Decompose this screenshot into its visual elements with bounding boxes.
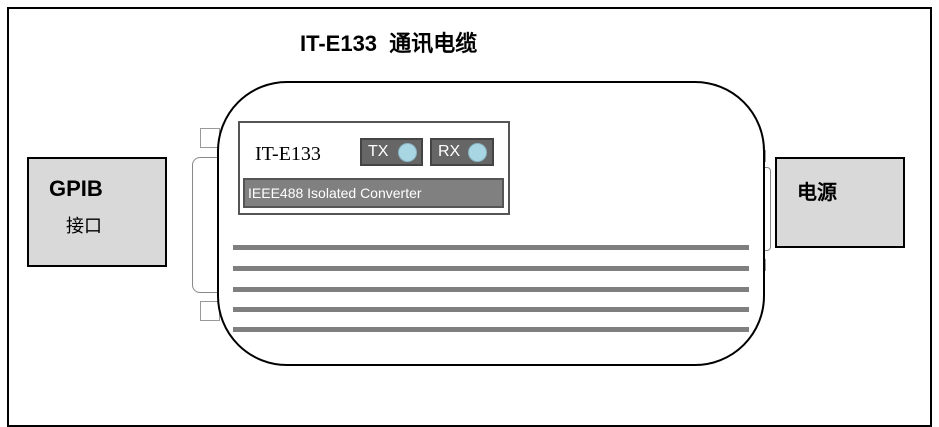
vent-stripe [233,327,749,332]
vent-stripe [233,266,749,271]
device-subtitle: IEEE488 Isolated Converter [243,178,504,208]
power-box [775,157,905,248]
rx-indicator: RX [430,138,494,166]
tx-label: TX [368,143,389,160]
vent-stripe [233,307,749,312]
vent-stripe [233,287,749,292]
gpib-interface-box [27,157,167,267]
vent-stripe [233,245,749,250]
diagram-title: IT-E133 通讯电缆 [300,31,478,56]
rx-led-icon [468,143,487,162]
rx-label: RX [438,143,461,160]
gpib-label: GPIB [49,176,103,201]
tx-led-icon [398,143,417,162]
power-label: 电源 [797,180,837,204]
tx-indicator: TX [360,138,423,166]
gpib-sublabel: 接口 [66,216,102,237]
device-model-label: IT-E133 [255,143,321,165]
